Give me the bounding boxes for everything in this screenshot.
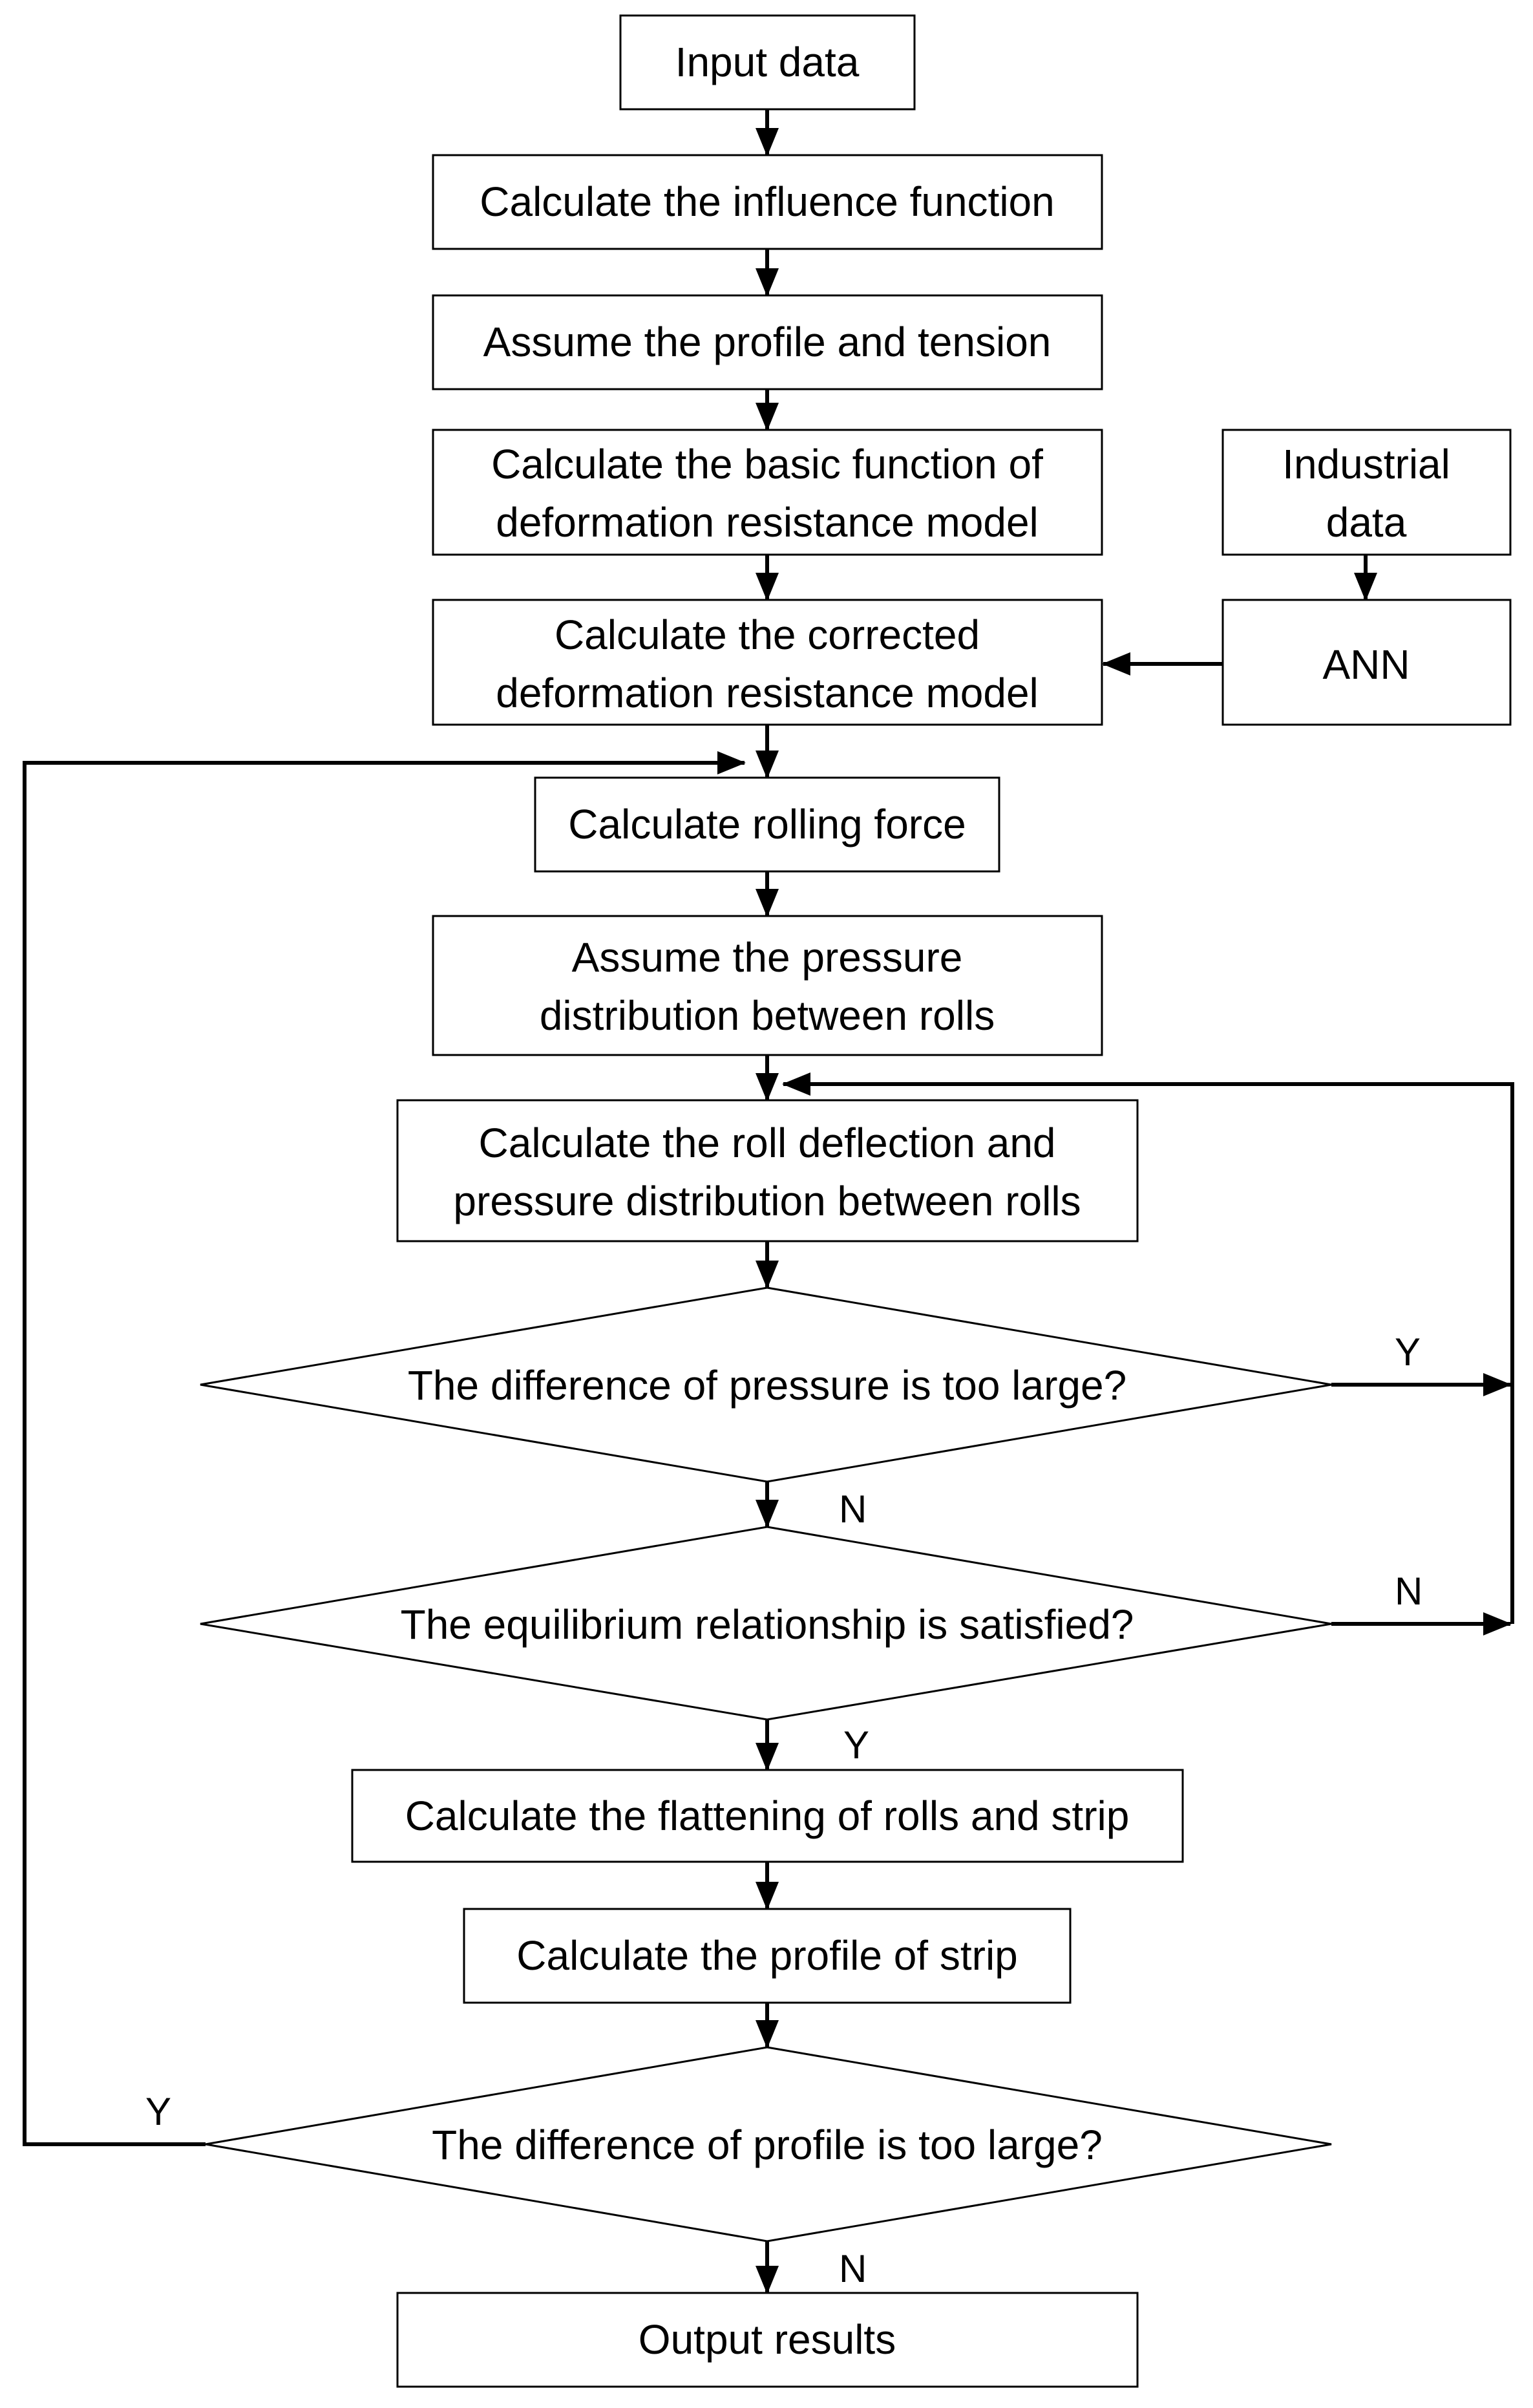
decision-equilibrium: The equilibrium relationship is satisfie… [200,1526,1332,1721]
roll-deflection-text-line2: pressure distribution between rolls [453,1178,1081,1224]
label-profile-yes: Y [145,2090,171,2133]
process-assume-profile-tension: Assume the profile and tension [432,294,1103,390]
connectors [23,109,1514,2294]
decision-pressure: The difference of pressure is too large? [200,1286,1332,1483]
decision-profile: The difference of profile is too large? [205,2046,1332,2243]
process-strip-profile: Calculate the profile of strip [463,1908,1072,2004]
equilibrium-decision-text: The equilibrium relationship is satisfie… [401,1601,1134,1648]
roll-deflection-text-line1: Calculate the roll deflection and [479,1120,1056,1166]
process-influence-function: Calculate the influence function [432,154,1103,250]
flattening-text: Calculate the flattening of rolls and st… [405,1793,1130,1839]
basic-function-text-line1: Calculate the basic function of [491,441,1043,487]
pressure-decision-text: The difference of pressure is too large? [408,1362,1126,1409]
label-pressure-yes: Y [1395,1330,1421,1374]
corrected-model-text-line2: deformation resistance model [496,670,1039,716]
industrial-data-text-line2: data [1326,499,1407,546]
strip-profile-text: Calculate the profile of strip [516,1932,1018,1979]
label-equilibrium-no: N [1395,1570,1422,1613]
branch-labels: Y N N Y Y N [145,1330,1422,2290]
output-results-text: Output results [639,2316,896,2363]
process-rolling-force: Calculate rolling force [534,776,1000,873]
rolling-force-text: Calculate rolling force [568,801,966,847]
process-roll-deflection: Calculate the roll deflection and pressu… [396,1099,1139,1242]
input-data-text: Input data [675,39,860,85]
loop-left-return [23,751,746,2146]
process-input-data: Input data [619,14,916,111]
process-corrected-model: Calculate the corrected deformation resi… [432,599,1103,726]
process-industrial-data: Industrial data [1221,429,1512,556]
assume-profile-tension-text: Assume the profile and tension [483,319,1052,365]
label-pressure-no: N [839,1487,867,1531]
process-flattening: Calculate the flattening of rolls and st… [351,1769,1184,1863]
assume-pressure-text-line1: Assume the pressure [572,934,963,981]
profile-decision-text: The difference of profile is too large? [432,2122,1103,2168]
influence-function-text: Calculate the influence function [480,178,1054,225]
corrected-model-text-line1: Calculate the corrected [555,612,980,658]
assume-pressure-text-line2: distribution between rolls [540,992,995,1039]
label-profile-no: N [839,2247,867,2290]
ann-text: ANN [1322,641,1410,688]
process-output-results: Output results [396,2292,1139,2388]
process-basic-function: Calculate the basic function of deformat… [432,429,1103,556]
label-equilibrium-yes: Y [843,1723,869,1767]
basic-function-text-line2: deformation resistance model [496,499,1039,546]
process-ann: ANN [1221,599,1512,726]
industrial-data-text-line1: Industrial [1282,441,1450,487]
loop-right-return [782,1072,1514,1624]
process-assume-pressure: Assume the pressure distribution between… [432,915,1103,1056]
